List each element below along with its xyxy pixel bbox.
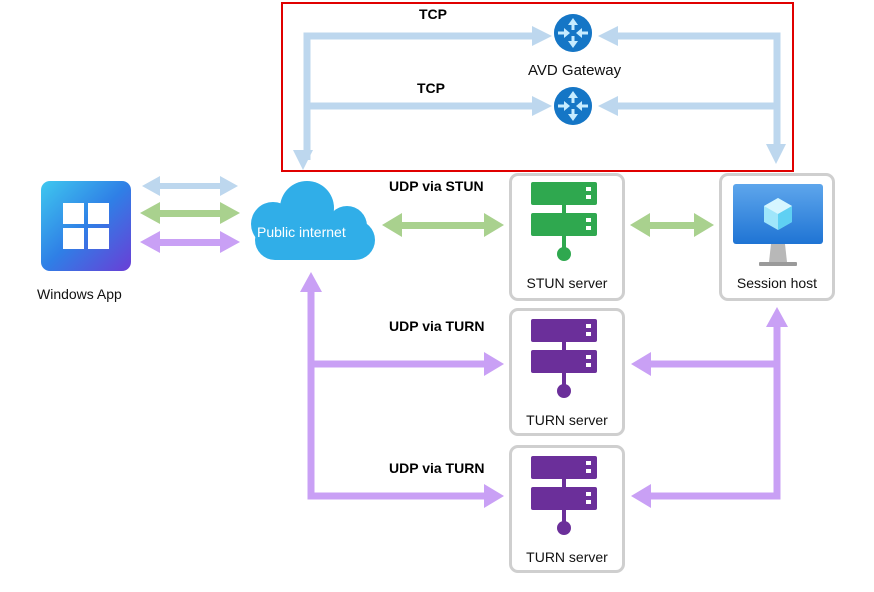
- session-host-node[interactable]: Session host: [719, 173, 835, 301]
- arrowhead: [484, 484, 504, 508]
- turn-arrowheads: [300, 272, 788, 508]
- arrowhead: [300, 272, 322, 292]
- gateway-highlight-box: [281, 2, 794, 172]
- stun-host-arrow: [630, 213, 714, 237]
- turn1-connection-label: UDP via TURN: [389, 318, 485, 334]
- stun-server-node[interactable]: STUN server: [509, 173, 625, 301]
- tcp-connection-lines: [303, 32, 781, 160]
- client-internet-arrows: [140, 176, 240, 253]
- tcp-arrowheads: [293, 26, 786, 170]
- turn-bidirectional-arrow: [140, 231, 240, 253]
- turn-right-trunk: [645, 325, 781, 500]
- stun-arrows: [382, 213, 714, 237]
- tcp-line-1-right: [613, 32, 781, 150]
- windows-app-icon: [41, 181, 131, 271]
- arrowhead: [532, 26, 552, 46]
- cloud-icon: [251, 181, 375, 260]
- arrowhead: [293, 150, 313, 170]
- turn-server-label-1: TURN server: [526, 412, 608, 428]
- arrowhead: [766, 307, 788, 327]
- server-icon: [531, 319, 597, 398]
- arrowhead: [598, 26, 618, 46]
- gateway-label: AVD Gateway: [528, 62, 622, 79]
- turn-server-node-2[interactable]: TURN server: [509, 445, 625, 573]
- virtual-machine-icon: [733, 184, 823, 266]
- server-icon: [531, 182, 597, 261]
- stun-bidirectional-arrow: [140, 202, 240, 224]
- client-label: Windows App: [37, 286, 122, 302]
- stun-connection-label: UDP via STUN: [389, 178, 484, 194]
- tcp-label-1: TCP: [419, 6, 447, 22]
- tcp-label-2: TCP: [417, 80, 445, 96]
- tcp-line-1-left: [303, 32, 540, 160]
- arrowhead: [532, 96, 552, 116]
- turn-left-trunk: [307, 290, 492, 500]
- arrowhead: [484, 352, 504, 376]
- arrowhead: [631, 484, 651, 508]
- arrowhead: [766, 144, 786, 164]
- turn2-connection-label: UDP via TURN: [389, 460, 485, 476]
- internet-label: Public internet: [257, 224, 346, 240]
- stun-server-label: STUN server: [526, 275, 608, 291]
- turn-connection-lines: [307, 290, 781, 500]
- session-host-label: Session host: [736, 275, 818, 291]
- internet-stun-arrow: [382, 213, 504, 237]
- server-icon: [531, 456, 597, 535]
- tcp-bidirectional-arrow: [142, 176, 238, 196]
- turn-server-label-2: TURN server: [526, 549, 608, 565]
- turn-server-node-1[interactable]: TURN server: [509, 308, 625, 436]
- arrowhead: [631, 352, 651, 376]
- arrowhead: [598, 96, 618, 116]
- gateway-router-icon: [554, 14, 592, 52]
- gateway-router-icon: [554, 87, 592, 125]
